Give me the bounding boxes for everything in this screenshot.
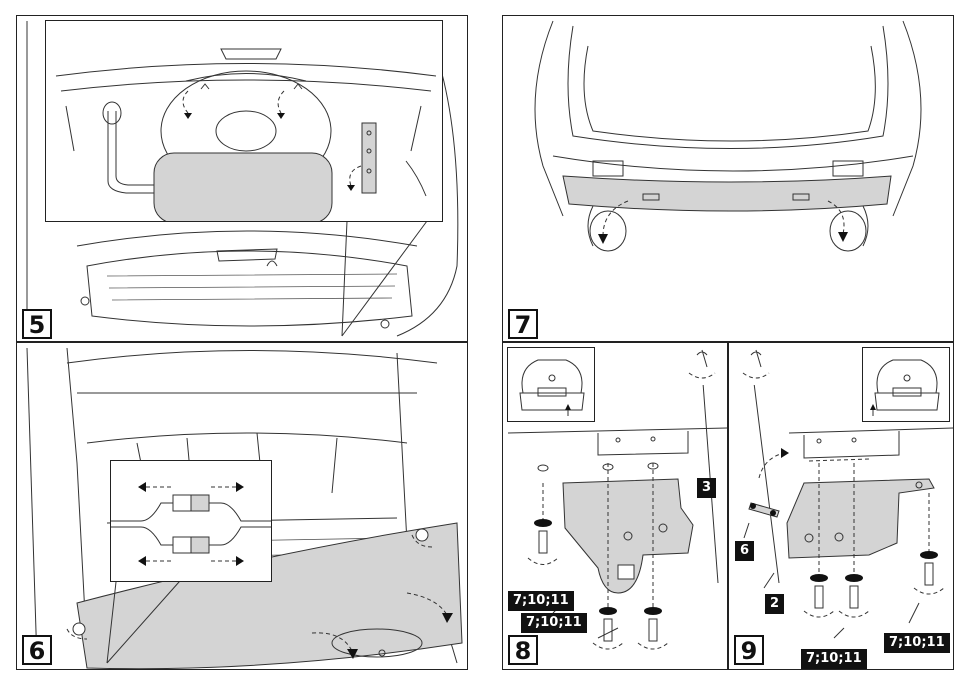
part-label-bolts-center: 7;10;11	[801, 649, 867, 669]
step-number-7: 7	[508, 309, 538, 339]
trunk-spare-wheel-illustration	[26, 21, 459, 337]
clip-release-detail	[688, 349, 716, 379]
panel-step-9: 6 2 7;10;11 7;10;11 9	[728, 342, 954, 670]
rear-bumper-beam-illustration	[534, 20, 922, 252]
panel-step-5: 5	[16, 15, 468, 342]
panel-step-8: 3 7;10;11 7;10;11 8	[502, 342, 728, 670]
step-number-9: 9	[734, 635, 764, 665]
thumbnail-clip-release	[731, 345, 781, 385]
step-number-8: 8	[508, 635, 538, 665]
detail-inset-spare-wheel	[45, 20, 443, 222]
step-number-5: 5	[22, 309, 52, 339]
thumbnail-car-rear-right	[862, 347, 950, 422]
car-rear-thumbnail	[519, 359, 585, 416]
exhaust-clamp-detail	[111, 482, 271, 566]
part-label-plate-6: 6	[735, 541, 755, 561]
part-label-bolts-bottom: 7;10;11	[521, 613, 587, 633]
step-number-6: 6	[22, 635, 52, 665]
part-label-bracket-3: 3	[697, 478, 717, 498]
thumbnail-clip-release	[677, 345, 727, 385]
clip-release-detail	[742, 349, 770, 379]
car-rear-thumbnail	[870, 359, 940, 416]
right-tow-bracket-illustration	[743, 382, 953, 639]
part-label-bracket-2: 2	[765, 594, 785, 614]
part-label-bolts-right: 7;10;11	[884, 633, 950, 653]
panel-step-6: 6	[16, 342, 468, 670]
part-label-bolts-left: 7;10;11	[508, 591, 574, 611]
panel-step-7: 7	[502, 15, 954, 342]
detail-inset-exhaust-clamps	[110, 460, 272, 582]
spare-wheel-detail	[55, 48, 437, 221]
thumbnail-car-rear-left	[507, 347, 595, 422]
